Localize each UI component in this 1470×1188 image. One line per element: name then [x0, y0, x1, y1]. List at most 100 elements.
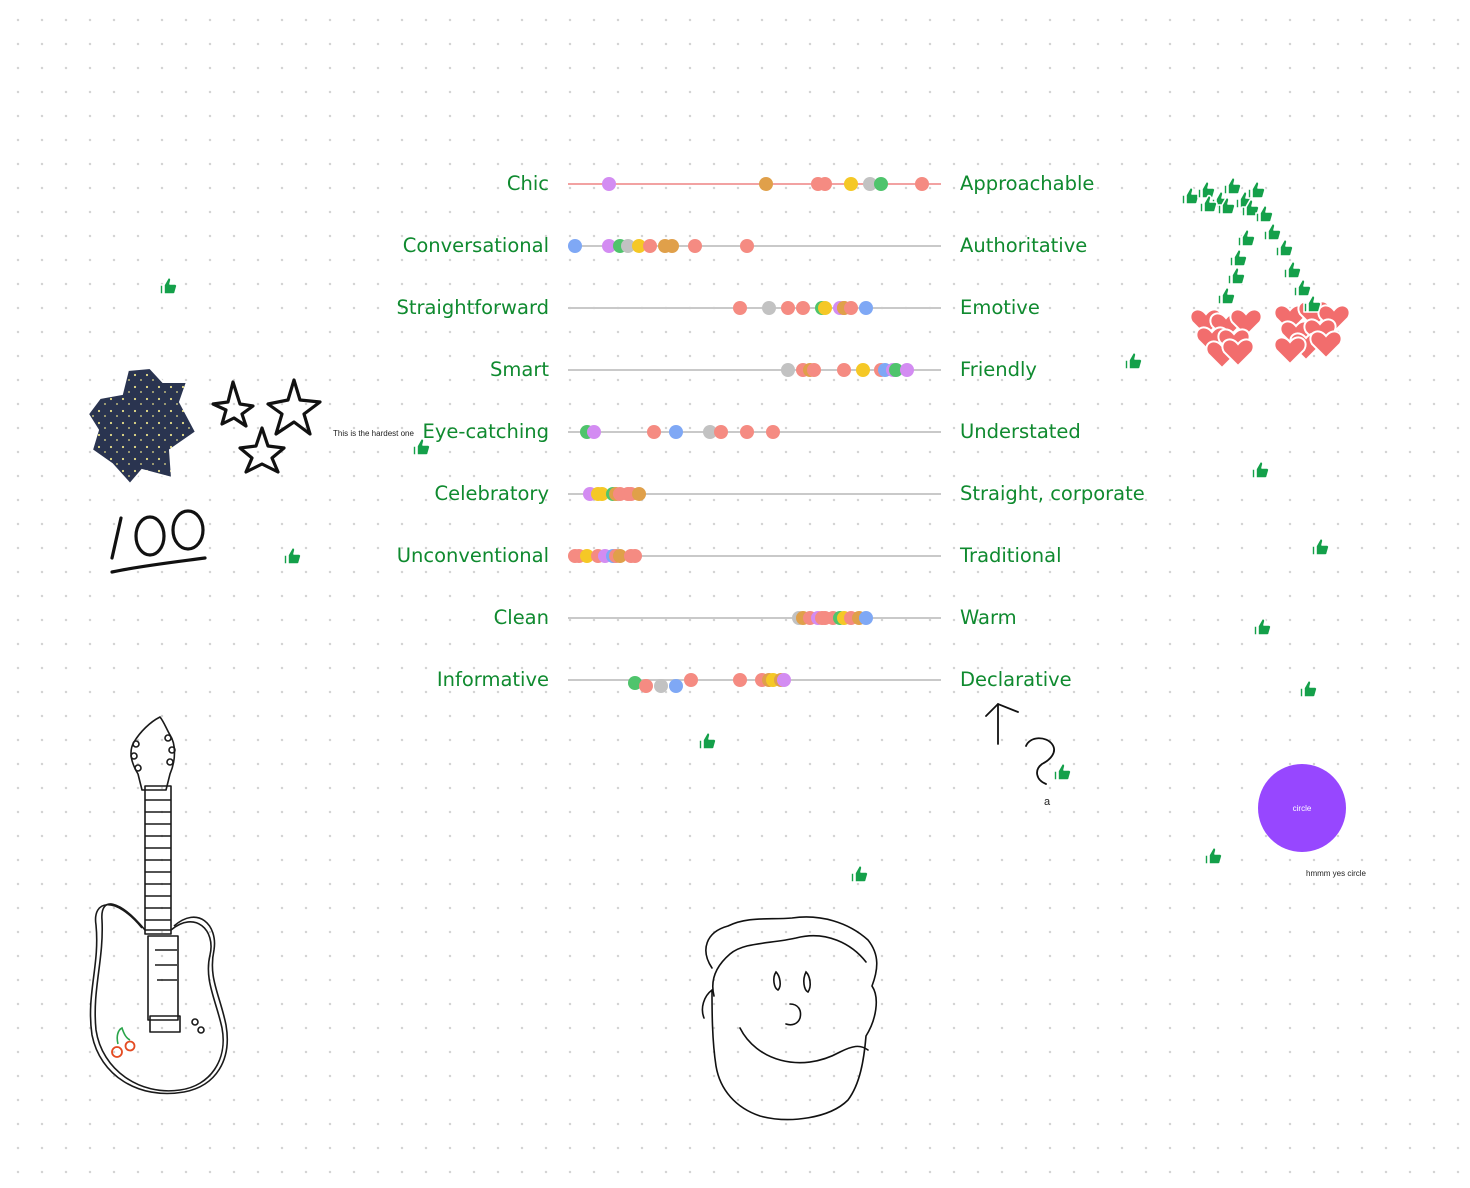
vote-dot[interactable]	[654, 679, 669, 693]
thumbs-up-icon[interactable]	[1246, 180, 1266, 200]
thumbs-up-icon[interactable]	[1222, 176, 1242, 196]
vote-dot[interactable]	[758, 177, 773, 191]
vote-dot[interactable]	[777, 673, 792, 687]
scale-track[interactable]	[568, 617, 941, 619]
scale-right-label[interactable]: Friendly	[960, 358, 1037, 381]
vote-dot[interactable]	[628, 676, 643, 690]
scale-left-label[interactable]: Conversational	[402, 234, 549, 257]
outline-stars-icon[interactable]	[211, 378, 322, 474]
hardest-note[interactable]: This is the hardest one	[333, 429, 414, 438]
thumbs-up-icon[interactable]	[158, 276, 178, 296]
scale-left-label[interactable]: Smart	[490, 358, 549, 381]
thumbs-up-icon[interactable]	[1198, 194, 1218, 214]
thumbs-up-icon[interactable]	[1123, 351, 1143, 371]
vote-dot[interactable]	[646, 425, 661, 439]
vote-dot[interactable]	[639, 679, 654, 693]
vote-dot[interactable]	[915, 177, 930, 191]
thumbs-up-icon[interactable]	[1282, 260, 1302, 280]
vote-dot[interactable]	[665, 239, 680, 253]
vote-dot[interactable]	[762, 301, 777, 315]
vote-dot[interactable]	[732, 301, 747, 315]
scale-left-label[interactable]: Informative	[436, 668, 549, 691]
thumbs-up-icon[interactable]	[1274, 238, 1294, 258]
question-mark-icon[interactable]	[1025, 737, 1055, 785]
vote-dot[interactable]	[631, 487, 646, 501]
circle-caption[interactable]: hmmm yes circle	[1306, 869, 1367, 878]
vote-dot[interactable]	[900, 363, 915, 377]
thumbs-up-icon[interactable]	[1216, 196, 1236, 216]
vote-dot[interactable]	[579, 549, 594, 563]
vote-dot[interactable]	[818, 177, 833, 191]
thumbs-up-icon[interactable]	[411, 437, 431, 457]
vote-dot[interactable]	[781, 301, 796, 315]
vote-dot[interactable]	[844, 177, 859, 191]
scale-right-label[interactable]: Understated	[960, 420, 1081, 443]
vote-dot[interactable]	[889, 363, 904, 377]
thumbs-up-icon[interactable]	[1292, 278, 1312, 298]
scale-track[interactable]	[568, 369, 941, 371]
vote-dot[interactable]	[713, 425, 728, 439]
scale-left-label[interactable]: Straightforward	[396, 296, 549, 319]
thumbs-up-icon[interactable]	[1252, 617, 1272, 637]
vote-dot[interactable]	[855, 363, 870, 377]
vote-dot[interactable]	[859, 611, 874, 625]
face-doodle-icon[interactable]	[701, 916, 878, 1121]
vote-dot[interactable]	[837, 363, 852, 377]
scale-track[interactable]	[568, 431, 941, 433]
scale-track[interactable]	[568, 679, 941, 681]
vote-dot[interactable]	[687, 239, 702, 253]
thumbs-up-icon[interactable]	[1302, 294, 1322, 314]
vote-dot[interactable]	[631, 239, 646, 253]
scale-track[interactable]	[568, 245, 941, 247]
arrow-up-icon[interactable]	[985, 702, 1019, 745]
vote-dot[interactable]	[766, 425, 781, 439]
vote-dot[interactable]	[613, 549, 628, 563]
vote-dot[interactable]	[818, 301, 833, 315]
thumbs-up-icon[interactable]	[1228, 248, 1248, 268]
scale-right-label[interactable]: Emotive	[960, 296, 1040, 319]
hearts-cluster-left[interactable]	[1189, 308, 1263, 370]
thumbs-up-icon[interactable]	[1298, 679, 1318, 699]
scale-left-label[interactable]: Eye-catching	[422, 420, 549, 443]
vote-dot[interactable]	[702, 425, 717, 439]
vote-dot[interactable]	[795, 301, 810, 315]
hearts-cluster-right[interactable]	[1273, 300, 1351, 366]
thumbs-up-icon[interactable]	[1226, 266, 1246, 286]
vote-dot[interactable]	[602, 239, 617, 253]
thumbs-up-icon[interactable]	[697, 731, 717, 751]
scale-left-label[interactable]: Chic	[506, 172, 549, 195]
scale-right-label[interactable]: Declarative	[960, 668, 1072, 691]
starry-star-sticker[interactable]	[86, 366, 198, 486]
thumbs-up-icon[interactable]	[1236, 228, 1256, 248]
vote-dot[interactable]	[732, 673, 747, 687]
circle-shape[interactable]: circle	[1258, 764, 1346, 852]
vote-dot[interactable]	[594, 487, 609, 501]
thumbs-up-icon[interactable]	[1250, 460, 1270, 480]
vote-dot[interactable]	[628, 549, 643, 563]
vote-dot[interactable]	[807, 363, 822, 377]
vote-dot[interactable]	[587, 425, 602, 439]
scale-right-label[interactable]: Straight, corporate	[960, 482, 1145, 505]
vote-dot[interactable]	[602, 177, 617, 191]
vote-dot[interactable]	[863, 177, 878, 191]
scale-right-label[interactable]: Authoritative	[960, 234, 1088, 257]
vote-dot[interactable]	[740, 425, 755, 439]
thumbs-up-icon[interactable]	[849, 864, 869, 884]
scale-left-label[interactable]: Clean	[493, 606, 549, 629]
vote-dot[interactable]	[643, 239, 658, 253]
thumbs-up-icon[interactable]	[1203, 846, 1223, 866]
scale-left-label[interactable]: Celebratory	[434, 482, 549, 505]
thumbs-up-icon[interactable]	[1254, 204, 1274, 224]
guitar-doodle-icon[interactable]	[89, 716, 228, 1095]
small-mark-text[interactable]: a	[1044, 796, 1051, 808]
thumbs-up-icon[interactable]	[1052, 762, 1072, 782]
vote-dot[interactable]	[669, 425, 684, 439]
scale-right-label[interactable]: Traditional	[960, 544, 1062, 567]
vote-dot[interactable]	[684, 673, 699, 687]
vote-dot[interactable]	[568, 239, 583, 253]
scale-right-label[interactable]: Warm	[960, 606, 1017, 629]
thumbs-up-icon[interactable]	[1196, 180, 1216, 200]
scale-track[interactable]	[568, 493, 941, 495]
thumbs-up-icon[interactable]	[282, 546, 302, 566]
